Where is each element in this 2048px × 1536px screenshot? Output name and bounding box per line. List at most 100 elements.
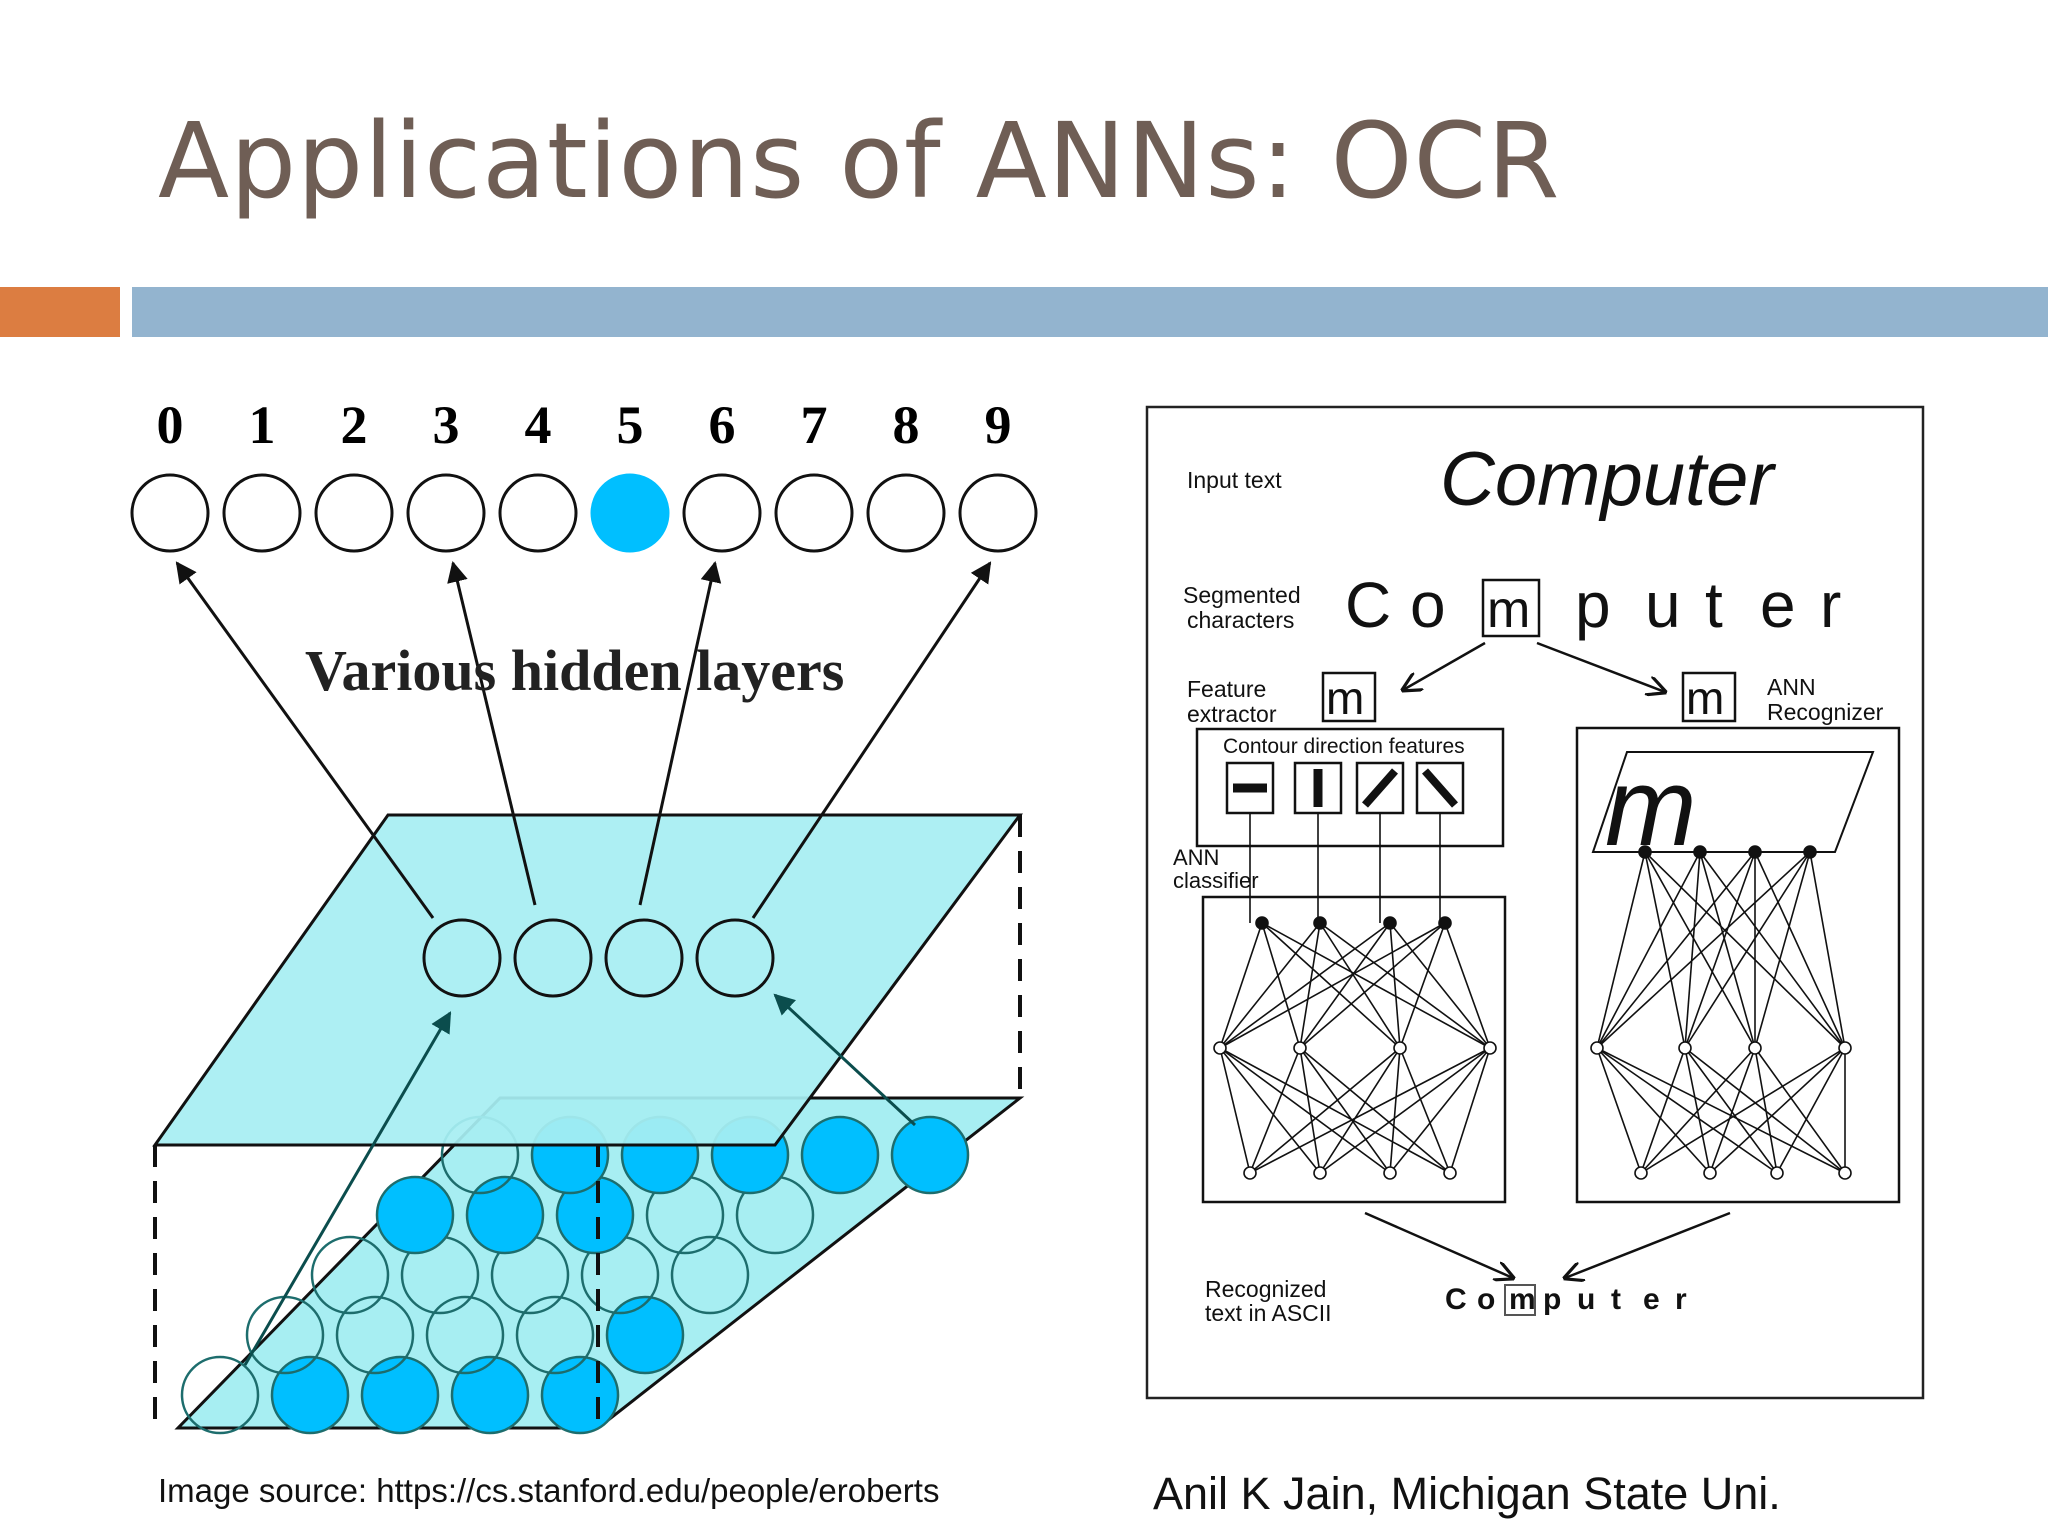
input-text-label: Input text <box>1187 467 1282 493</box>
feature-m-char: m <box>1326 672 1364 724</box>
network-edge <box>1776 1047 1846 1174</box>
network-node <box>1393 1041 1407 1055</box>
network-edge <box>1319 1047 1401 1174</box>
arrow-from-classifier <box>1364 1211 1513 1278</box>
network-edge <box>1399 1047 1451 1174</box>
input-handwritten-word: Computer <box>1440 437 1776 522</box>
segmented-char: u <box>1645 569 1681 641</box>
arrow-to-feature-extractor <box>1403 641 1486 690</box>
network-edge <box>1640 1047 1756 1174</box>
title-accent-bar-blue <box>132 287 2048 337</box>
network-node <box>1243 1166 1257 1180</box>
network-edge <box>1596 1047 1642 1174</box>
recognized-ascii-output: C o m p u t e r <box>1445 1283 1687 1316</box>
ann-recognizer-label: Recognizer <box>1767 699 1884 725</box>
network-node <box>1638 845 1652 859</box>
network-node <box>1838 1166 1852 1180</box>
segmented-char: o <box>1410 569 1446 641</box>
network-edge <box>1219 922 1391 1049</box>
arrow-from-recognizer <box>1565 1211 1731 1278</box>
input-node <box>335 1295 415 1375</box>
output-node <box>498 473 578 553</box>
network-edge <box>1754 851 1846 1049</box>
input-node <box>450 1355 530 1435</box>
pipeline-frame <box>1145 405 1925 1400</box>
network-edge <box>1249 1047 1401 1174</box>
network-node <box>1678 1041 1692 1055</box>
network-edge <box>1699 851 1846 1049</box>
segmented-characters: C o m p u t e r <box>1345 569 1841 641</box>
network-edge <box>1449 1047 1491 1174</box>
hidden-node <box>422 918 502 998</box>
input-node <box>515 1295 595 1375</box>
network-edge <box>1640 1047 1686 1174</box>
contour-features-label: Contour direction features <box>1223 735 1465 758</box>
segmented-char: r <box>1820 569 1841 641</box>
left-image-source-caption: Image source: https://cs.stanford.edu/pe… <box>158 1472 940 1509</box>
segmented-char: e <box>1760 569 1796 641</box>
network-edge <box>1219 1047 1391 1174</box>
network-edge <box>1249 1047 1301 1174</box>
network-edge <box>1754 1047 1846 1174</box>
digit-labels: 0 1 2 3 4 5 6 7 8 9 <box>157 395 1012 455</box>
network-node <box>1213 1041 1227 1055</box>
output-node-active <box>590 473 670 553</box>
contour-features-box <box>1195 727 1505 848</box>
network-edge <box>1644 851 1846 1049</box>
network-edge <box>1299 922 1321 1049</box>
input-node <box>425 1295 505 1375</box>
network-edge <box>1299 922 1391 1049</box>
network-node <box>1293 1041 1307 1055</box>
network-edge <box>1754 1047 1778 1174</box>
network-edge <box>1444 922 1491 1049</box>
output-char: p <box>1543 1283 1561 1316</box>
network-edge <box>1249 1047 1491 1174</box>
network-edge <box>1596 1047 1711 1174</box>
network-edge <box>1219 1047 1451 1174</box>
output-char: u <box>1577 1283 1595 1316</box>
network-edge <box>1684 851 1811 1049</box>
network-edge <box>1684 1047 1846 1174</box>
ann-classifier-network <box>1213 813 1497 1180</box>
hidden-layers-label: Various hidden layers <box>305 638 844 703</box>
network-edge <box>1399 922 1446 1049</box>
network-edge <box>1219 922 1263 1049</box>
output-node <box>222 473 302 553</box>
hidden-layer-plane <box>152 813 1023 1147</box>
output-node <box>406 473 486 553</box>
segmented-char: t <box>1705 569 1723 641</box>
network-node <box>1590 1041 1604 1055</box>
digit-label: 3 <box>433 395 460 455</box>
input-node <box>180 1355 260 1435</box>
network-node <box>1838 1041 1852 1055</box>
network-edge <box>1754 851 1811 1049</box>
segmented-char: C <box>1345 569 1391 641</box>
input-node <box>310 1235 390 1315</box>
network-edge <box>1219 1047 1251 1174</box>
network-edge <box>1389 1047 1401 1174</box>
hidden-node <box>513 918 593 998</box>
hidden-layer-nodes <box>422 918 775 998</box>
network-node <box>1438 916 1452 930</box>
network-edge <box>1709 1047 1846 1174</box>
network-edge <box>1299 1047 1321 1174</box>
segmented-char: p <box>1575 569 1611 641</box>
digit-label: 4 <box>525 395 552 455</box>
output-node <box>682 473 762 553</box>
title-accent-bar-orange <box>0 287 120 337</box>
network-edge <box>1699 851 1756 1049</box>
input-node <box>890 1115 970 1195</box>
output-layer-nodes <box>130 473 1038 553</box>
ann-classifier-label: classifier <box>1173 868 1259 893</box>
network-node <box>1748 845 1762 859</box>
left-ocr-network-diagram: 0 1 2 3 4 5 6 7 8 9 <box>130 395 1038 1435</box>
feature-extractor-label: extractor <box>1187 701 1277 727</box>
network-edge <box>1389 922 1401 1049</box>
digit-label: 7 <box>801 395 828 455</box>
digit-label: 0 <box>157 395 184 455</box>
network-node <box>1313 1166 1327 1180</box>
network-edge <box>1596 851 1756 1049</box>
network-edge <box>1261 922 1301 1049</box>
network-edge <box>1319 1047 1491 1174</box>
network-node <box>1693 845 1707 859</box>
